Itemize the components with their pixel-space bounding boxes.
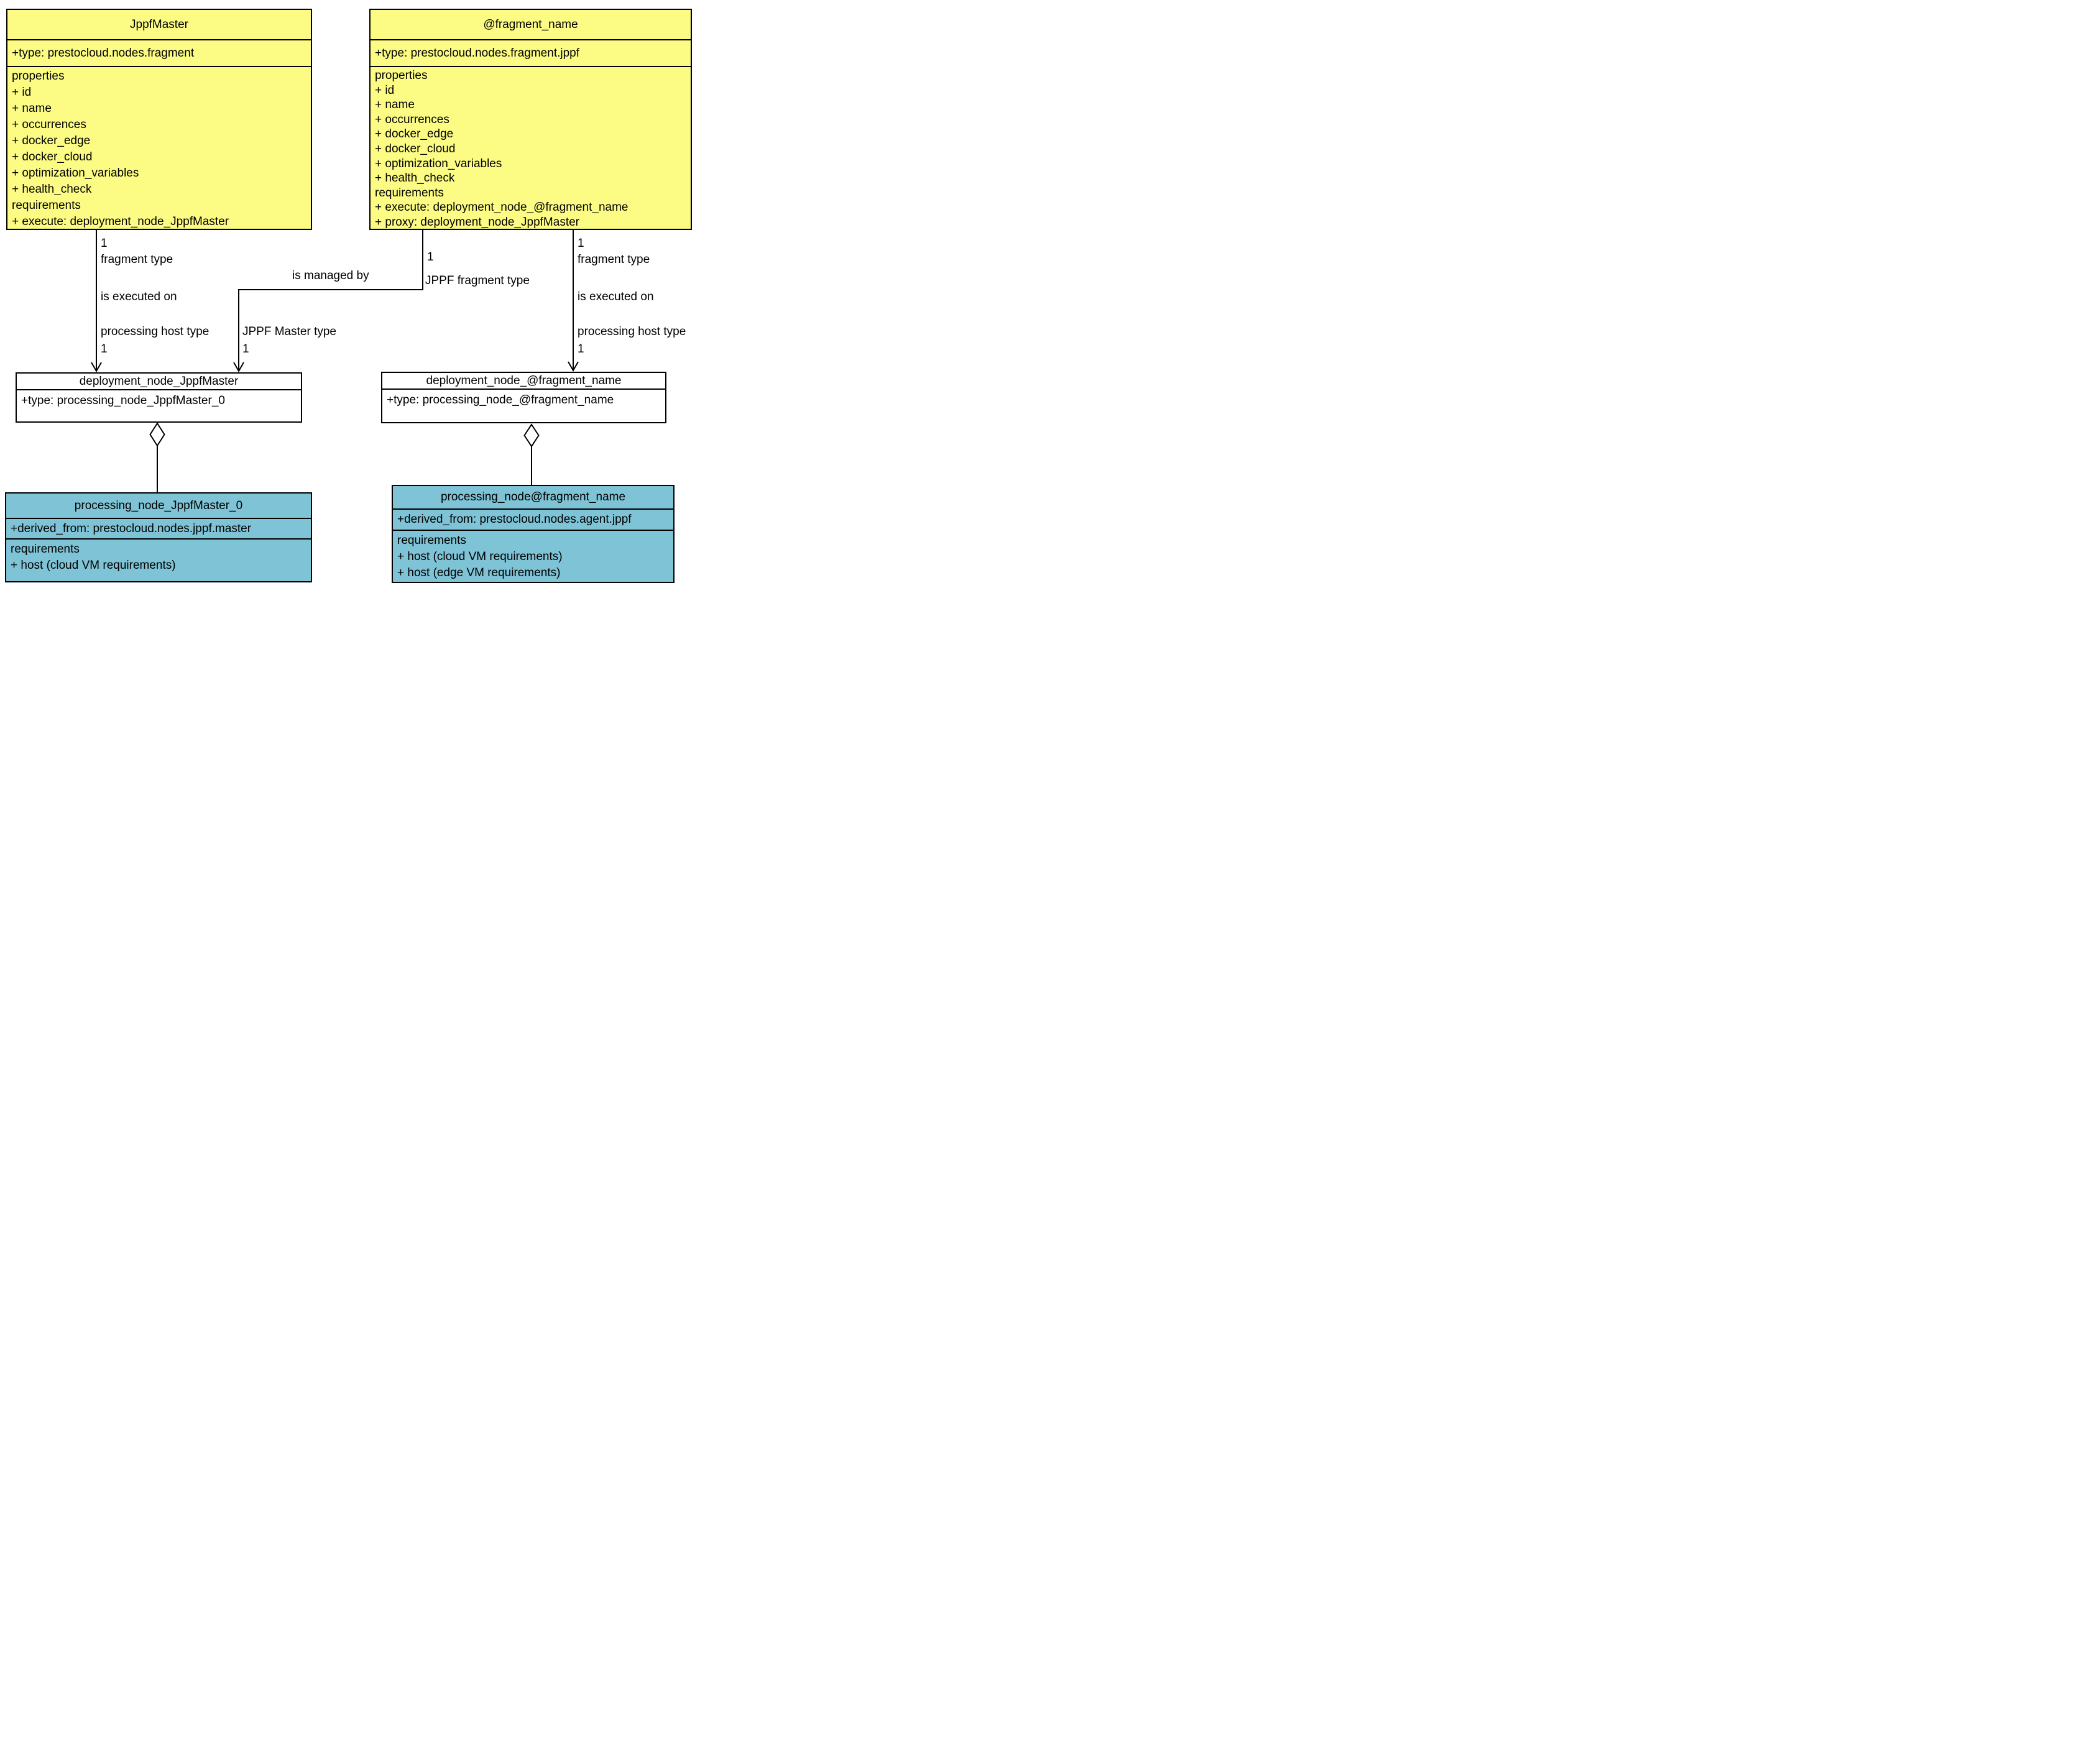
aggregation-diamond-icon xyxy=(149,422,165,447)
class-title: processing_node@fragment_name xyxy=(393,486,673,510)
class-body: +type: processing_node_@fragment_name xyxy=(382,390,665,408)
class-title: deployment_node_JppfMaster xyxy=(17,374,301,390)
class-body: +type: processing_node_JppfMaster_0 xyxy=(17,390,301,409)
edge-multiplicity: 1 xyxy=(578,342,584,356)
class-body-line: + health_check xyxy=(375,172,455,185)
class-type-row: +type: processing_node_@fragment_name xyxy=(387,393,614,407)
class-body-line: + optimization_variables xyxy=(12,167,139,180)
class-body-line: properties xyxy=(12,70,65,83)
aggregation-diamond-icon xyxy=(523,423,540,448)
arrowhead-icon xyxy=(233,362,244,373)
class-title: deployment_node_@fragment_name xyxy=(382,373,665,390)
class-body-line: + proxy: deployment_node_JppfMaster xyxy=(375,215,580,229)
arrowhead-icon xyxy=(91,362,102,373)
class-body-line: + name xyxy=(375,98,415,112)
edge-target-role: JPPF Master type xyxy=(242,325,336,338)
connector-line-is-managed-by xyxy=(238,230,423,370)
class-body-line: requirements xyxy=(375,186,444,200)
class-box-jppf-master: JppfMaster +type: prestocloud.nodes.frag… xyxy=(6,9,312,230)
class-body-line: + docker_cloud xyxy=(12,150,93,163)
edge-multiplicity: 1 xyxy=(101,342,108,356)
class-type-row: +type: processing_node_JppfMaster_0 xyxy=(21,394,225,407)
class-body-line: properties xyxy=(375,69,428,82)
edge-source-role: fragment type xyxy=(101,253,173,266)
class-body-line: + optimization_variables xyxy=(375,157,502,170)
class-body-line: requirements xyxy=(12,199,81,212)
class-body-line: + host (cloud VM requirements) xyxy=(11,559,176,572)
class-type-row: +type: prestocloud.nodes.fragment.jppf xyxy=(371,40,691,67)
uml-class-diagram: JppfMaster +type: prestocloud.nodes.frag… xyxy=(0,0,700,584)
class-body-line: + occurrences xyxy=(375,113,449,126)
class-title: processing_node_JppfMaster_0 xyxy=(6,494,311,519)
class-body-line: + execute: deployment_node_JppfMaster xyxy=(12,215,229,228)
edge-multiplicity: 1 xyxy=(427,250,434,264)
class-body-line: + name xyxy=(12,102,52,115)
edge-source-role: JPPF fragment type xyxy=(425,274,530,287)
class-derived-row: +derived_from: prestocloud.nodes.agent.j… xyxy=(393,510,673,531)
arrowhead-icon xyxy=(568,361,579,372)
class-body-line: + host (cloud VM requirements) xyxy=(397,550,563,563)
class-box-deployment-node-jppf-master: deployment_node_JppfMaster +type: proces… xyxy=(16,372,302,423)
class-body: requirements + host (cloud VM requiremen… xyxy=(393,531,673,581)
class-type-row: +type: prestocloud.nodes.fragment xyxy=(7,40,311,67)
class-body-line: + docker_edge xyxy=(375,127,454,141)
edge-target-role: processing host type xyxy=(578,325,686,338)
edge-target-role: processing host type xyxy=(101,325,210,338)
class-derived-row: +derived_from: prestocloud.nodes.jppf.ma… xyxy=(6,519,311,540)
class-title: @fragment_name xyxy=(371,10,691,40)
edge-multiplicity: 1 xyxy=(242,342,249,356)
class-title: JppfMaster xyxy=(7,10,311,40)
class-body-line: + execute: deployment_node_@fragment_nam… xyxy=(375,201,629,214)
class-body-line: + health_check xyxy=(12,183,92,196)
class-body: properties + id + name + occurrences + d… xyxy=(371,67,691,230)
edge-name: is executed on xyxy=(578,290,654,303)
edge-multiplicity: 1 xyxy=(101,237,108,250)
edge-name: is executed on xyxy=(101,290,177,303)
class-box-deployment-node-fragment-name: deployment_node_@fragment_name +type: pr… xyxy=(381,372,666,423)
edge-source-role: fragment type xyxy=(578,253,650,266)
edge-multiplicity: 1 xyxy=(578,237,584,250)
class-body-line: requirements xyxy=(397,534,466,547)
class-body-line: + occurrences xyxy=(12,118,86,131)
class-body-line: + docker_edge xyxy=(12,134,91,147)
edge-name: is managed by xyxy=(292,269,369,282)
class-body-line: + id xyxy=(375,83,395,97)
class-box-processing-node-jppf-master: processing_node_JppfMaster_0 +derived_fr… xyxy=(5,492,312,582)
class-body-line: requirements xyxy=(11,543,80,556)
class-body: properties + id + name + occurrences + d… xyxy=(7,67,311,230)
class-box-fragment-name: @fragment_name +type: prestocloud.nodes.… xyxy=(369,9,692,230)
class-body-line: + docker_cloud xyxy=(375,142,456,155)
class-body-line: + id xyxy=(12,86,32,99)
class-body: requirements + host (cloud VM requiremen… xyxy=(6,540,311,574)
class-box-processing-node-fragment-name: processing_node@fragment_name +derived_f… xyxy=(392,485,675,583)
class-body-line: + host (edge VM requirements) xyxy=(397,566,561,579)
